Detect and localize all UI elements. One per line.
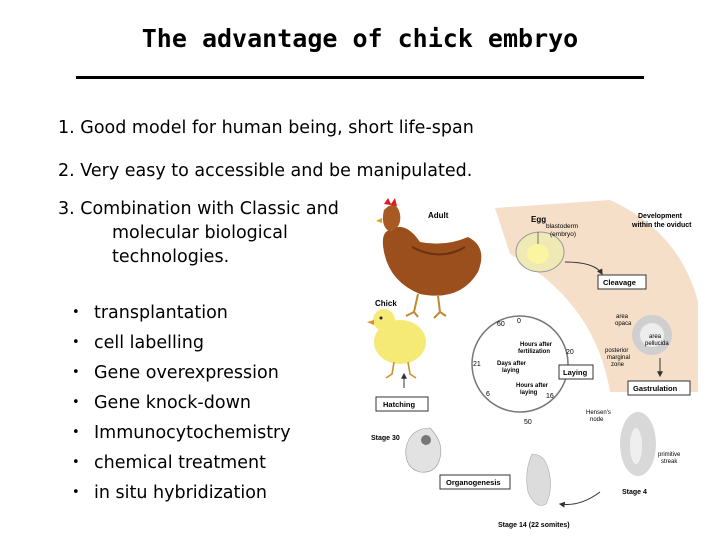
list-item: Gene overexpression — [72, 358, 291, 388]
oviduct-label-1: Development — [638, 213, 683, 220]
tick-0: 0 — [517, 318, 521, 325]
tick-60: 60 — [497, 321, 505, 328]
hensen-label-2: node — [590, 417, 604, 423]
hen-icon — [376, 198, 482, 319]
pmz-label-2: marginal — [607, 355, 630, 361]
hours-fert-label-1: Hours after — [520, 342, 553, 348]
chick-life-cycle-diagram: Adult Chick Egg blastoderm (embryo) Deve… — [367, 198, 698, 529]
area-pellucida-label-1: area — [649, 334, 662, 340]
pmz-label-1: posterior — [605, 348, 628, 354]
point-1: 1. Good model for human being, short lif… — [58, 118, 474, 138]
hatching-box — [375, 396, 429, 412]
timeline-circle — [471, 315, 569, 413]
oviduct-label-2: within the oviduct — [631, 222, 692, 229]
stage-4-label: Stage 4 — [622, 489, 647, 496]
list-item: transplantation — [72, 298, 291, 328]
adult-label: Adult — [428, 211, 449, 220]
point-3-line-3: technologies. — [112, 247, 230, 267]
technique-list: transplantation cell labelling Gene over… — [72, 298, 291, 508]
hours-lay-label-1: Hours after — [516, 383, 549, 389]
tick-20: 20 — [566, 349, 574, 356]
pmz-label-3: zone — [611, 362, 625, 368]
slide-title: The advantage of chick embryo — [141, 24, 579, 53]
embryo-label: (embryo) — [550, 231, 576, 238]
cleavage-label: Cleavage — [603, 278, 636, 287]
stage-14-label: Stage 14 (22 somites) — [498, 522, 570, 529]
hatching-label: Hatching — [383, 400, 416, 409]
streak-label-1: primitive — [658, 452, 681, 458]
point-2: 2. Very easy to accessible and be manipu… — [58, 161, 473, 181]
list-item: cell labelling — [72, 328, 291, 358]
area-pellucida-label-2: pellucida — [645, 341, 669, 347]
hours-fert-label-2: fertilization — [518, 349, 550, 355]
list-item: Immunocytochemistry — [72, 418, 291, 448]
tick-21: 21 — [473, 361, 481, 368]
laying-box — [558, 364, 594, 380]
area-opaca-label-1: area — [616, 314, 629, 320]
organogenesis-label: Organogenesis — [446, 478, 501, 487]
point-3-line-2: molecular biological — [112, 223, 288, 243]
gastrulation-box — [627, 380, 691, 396]
point-3: 3. Combination with Classic and molecula… — [58, 197, 339, 269]
organogenesis-box — [439, 474, 511, 490]
gastrulation-label: Gastrulation — [633, 384, 678, 393]
tick-6: 6 — [486, 391, 490, 398]
list-item: in situ hybridization — [72, 478, 291, 508]
tick-16: 16 — [546, 393, 554, 400]
stage-30-label: Stage 30 — [371, 435, 400, 442]
point-3-line-1: 3. Combination with Classic and — [58, 199, 339, 219]
list-item: chemical treatment — [72, 448, 291, 478]
chick-icon — [367, 309, 426, 379]
days-lay-label-1: Days after — [497, 361, 527, 367]
stage-30-embryo-icon — [405, 427, 442, 473]
egg-label: Egg — [531, 215, 546, 224]
area-opaca-label-2: opaca — [615, 321, 632, 327]
stage-14-embryo-icon — [526, 453, 551, 506]
blastoderm-label: blastoderm — [546, 223, 578, 230]
streak-label-2: streak — [661, 459, 678, 465]
days-lay-label-2: laying — [502, 368, 520, 374]
tick-50: 50 — [524, 419, 532, 426]
title-underline — [76, 76, 644, 79]
chick-label: Chick — [375, 299, 397, 308]
hours-lay-label-2: laying — [520, 390, 538, 396]
cleavage-box — [597, 274, 647, 290]
hensen-label-1: Hensen's — [586, 410, 611, 416]
list-item: Gene knock-down — [72, 388, 291, 418]
laying-label: Laying — [563, 368, 588, 377]
